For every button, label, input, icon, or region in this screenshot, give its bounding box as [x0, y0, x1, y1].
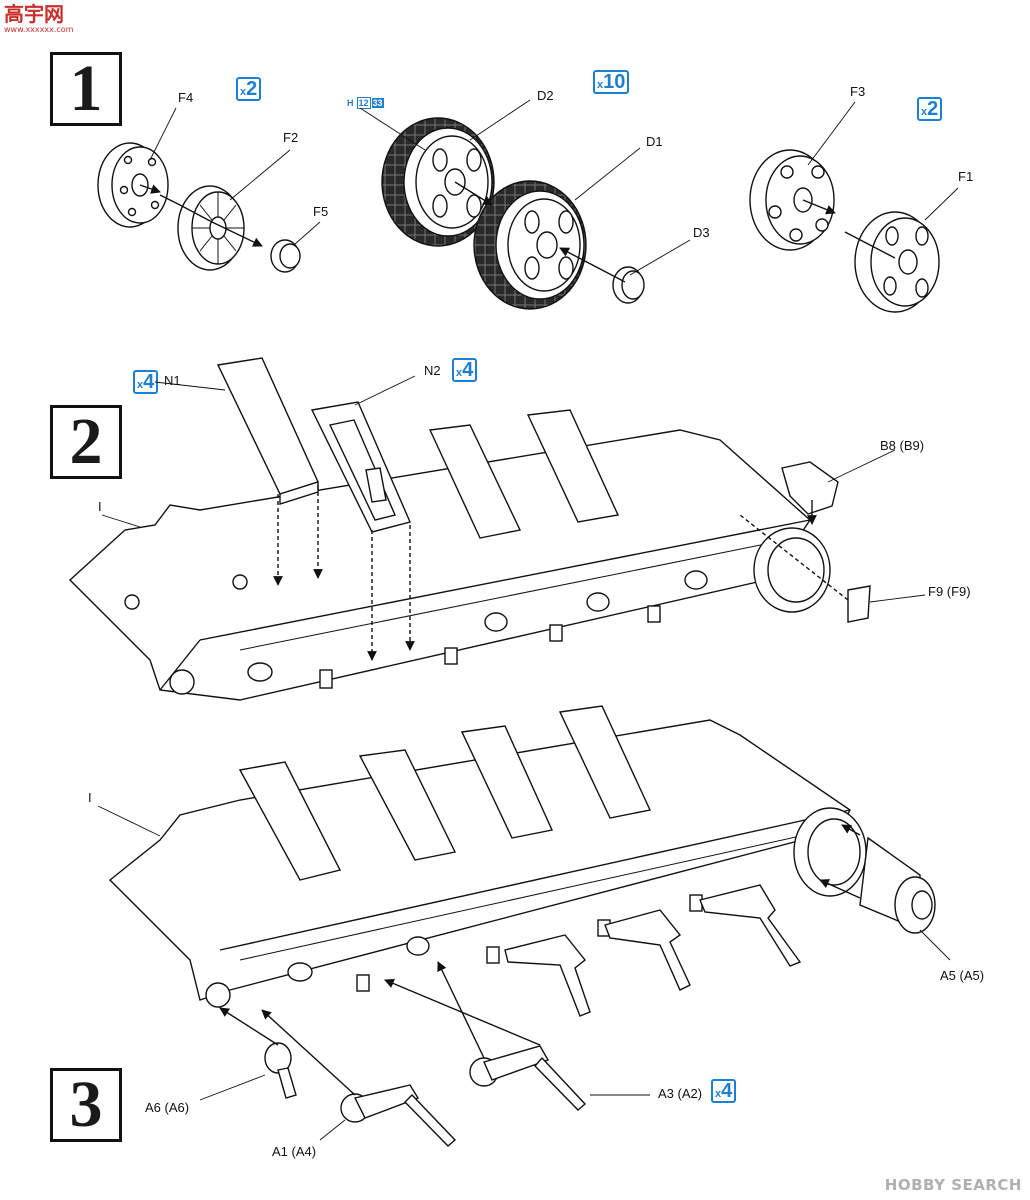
label-f2: F2 — [283, 130, 298, 145]
label-f3: F3 — [850, 84, 865, 99]
part-f9 — [847, 585, 871, 623]
label-f4: F4 — [178, 90, 193, 105]
part-f2-wheel — [177, 185, 245, 271]
part-f3-disc — [749, 149, 835, 251]
label-a6: A6 (A6) — [145, 1100, 189, 1115]
label-b8: B8 (B9) — [880, 438, 924, 453]
site-logo: 高宇网 — [4, 2, 64, 26]
part-n1-arm — [216, 357, 319, 505]
label-a1: A1 (A4) — [272, 1144, 316, 1159]
hobby-search-watermark: HOBBY SEARCH — [884, 1176, 1022, 1194]
label-f1: F1 — [958, 169, 973, 184]
label-f9: F9 (F9) — [928, 584, 971, 599]
label-a5: A5 (A5) — [940, 968, 984, 983]
part-a3 — [469, 1045, 587, 1111]
part-b8 — [781, 461, 839, 515]
step-1-number: 1 — [50, 52, 122, 126]
part-f5-cap — [270, 239, 301, 273]
label-n2: N2 — [424, 363, 441, 378]
attached-suspension-arms — [504, 884, 802, 1017]
label-i-step2: I — [98, 499, 102, 514]
part-labels: F4 F2 F5 D2 D1 D3 F3 F1 N1 N2 B8 (B9) F9… — [88, 84, 984, 1159]
label-i-step3: I — [88, 790, 92, 805]
step-3-number: 3 — [50, 1068, 122, 1142]
part-d3-cap — [612, 266, 645, 304]
step2-fixed-arms — [428, 409, 620, 539]
step3-hull — [108, 719, 867, 1008]
site-logo-url: www.xxxxxx.com — [4, 25, 74, 34]
label-a3: A3 (A2) — [658, 1086, 702, 1101]
step-2-number: 2 — [50, 405, 122, 479]
part-f4-disc — [97, 142, 169, 228]
part-d2-wheel — [381, 117, 495, 247]
part-f1-wheel — [854, 211, 940, 313]
part-n2-arm — [310, 401, 411, 533]
label-d3: D3 — [693, 225, 710, 240]
part-a6 — [264, 1042, 297, 1099]
part-a5-hub — [859, 836, 936, 934]
part-d1-wheel — [473, 180, 587, 310]
leader-lines — [97, 99, 959, 1141]
label-d1: D1 — [646, 134, 663, 149]
label-d2: D2 — [537, 88, 554, 103]
part-a1 — [340, 1084, 457, 1147]
label-f5: F5 — [313, 204, 328, 219]
step3-fixed-arms — [238, 705, 652, 881]
label-n1: N1 — [164, 373, 181, 388]
